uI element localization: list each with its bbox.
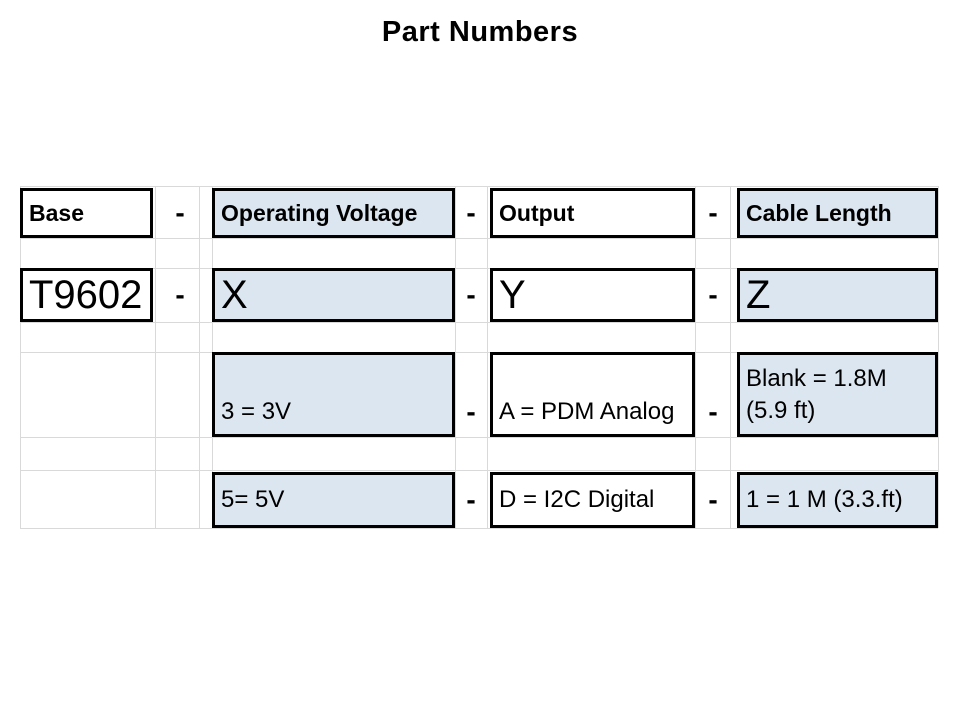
gridline-horizontal xyxy=(20,268,938,269)
separator-dash: - xyxy=(175,197,185,228)
code-cell-voltage: X xyxy=(212,268,455,322)
gridline-horizontal xyxy=(20,352,938,353)
gridline-horizontal xyxy=(20,528,938,529)
separator-dash: - xyxy=(466,396,476,427)
gridline-vertical xyxy=(155,186,156,528)
gridline-vertical xyxy=(487,186,488,528)
page-title: Part Numbers xyxy=(381,16,579,48)
separator-dash: - xyxy=(175,279,185,310)
gridline-vertical xyxy=(938,186,939,528)
gridline-horizontal xyxy=(20,322,938,323)
separator-dash: - xyxy=(466,197,476,228)
gridline-vertical xyxy=(730,186,731,528)
header-cell-base: Base xyxy=(20,188,153,238)
option-cell-i2c-digital: D = I2C Digital xyxy=(490,472,695,528)
header-cell-cable-length: Cable Length xyxy=(737,188,938,238)
option-cell-1m: 1 = 1 M (3.3.ft) xyxy=(737,472,938,528)
option-cell-5v: 5= 5V xyxy=(212,472,455,528)
option-cell-pdm-analog: A = PDM Analog xyxy=(490,352,695,437)
gridline-vertical xyxy=(199,186,200,528)
gridline-horizontal xyxy=(20,437,938,438)
gridline-horizontal xyxy=(20,470,938,471)
code-cell-output: Y xyxy=(490,268,695,322)
separator-dash: - xyxy=(466,484,476,515)
header-cell-output: Output xyxy=(490,188,695,238)
gridline-horizontal xyxy=(20,238,938,239)
gridline-vertical xyxy=(695,186,696,528)
option-cell-blank-1-8m: Blank = 1.8M (5.9 ft) xyxy=(737,352,938,437)
code-cell-cable: Z xyxy=(737,268,938,322)
gridline-vertical xyxy=(20,186,21,528)
option-cell-3v: 3 = 3V xyxy=(212,352,455,437)
header-cell-operating-voltage: Operating Voltage xyxy=(212,188,455,238)
separator-dash: - xyxy=(708,484,718,515)
gridline-horizontal xyxy=(20,186,938,187)
code-cell-base: T9602 xyxy=(20,268,153,322)
gridline-vertical xyxy=(455,186,456,528)
separator-dash: - xyxy=(708,279,718,310)
separator-dash: - xyxy=(708,396,718,427)
separator-dash: - xyxy=(466,279,476,310)
separator-dash: - xyxy=(708,197,718,228)
